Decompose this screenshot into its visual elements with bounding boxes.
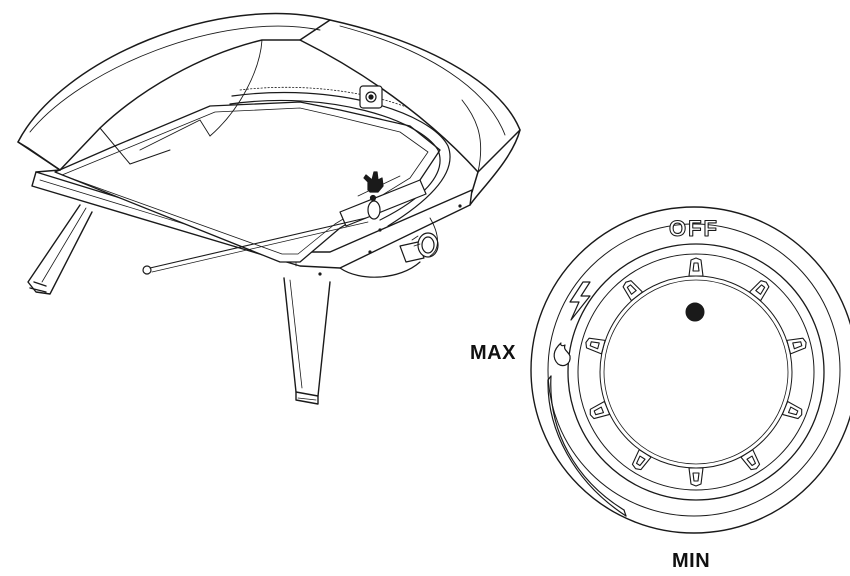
min-label: MIN [672,550,711,572]
ignition-tube [339,175,427,227]
frame-screws [318,204,462,276]
rear-connector [359,85,383,109]
control-dial: OFF [530,206,850,534]
knob-indicator-dot [685,302,705,322]
knob-outer-edge [567,243,825,501]
oven-leg-right [283,277,331,405]
max-label: MAX [470,342,516,364]
flame-icon [553,342,571,367]
lightning-icon [569,281,591,321]
knob-grip-lugs [585,257,807,487]
dial-bezel [547,223,841,517]
flame-scale-arc [550,375,625,511]
off-label: OFF [669,216,719,241]
oven-dome [17,12,521,206]
oven-leg-left [27,204,93,295]
dial-outer-ring [530,206,850,534]
pizza-oven-illustration [17,12,521,405]
hand-pointer-icon [363,171,384,202]
oven-control-knob [399,232,439,263]
lighter-rod [142,217,369,275]
oven-underside [339,217,438,278]
